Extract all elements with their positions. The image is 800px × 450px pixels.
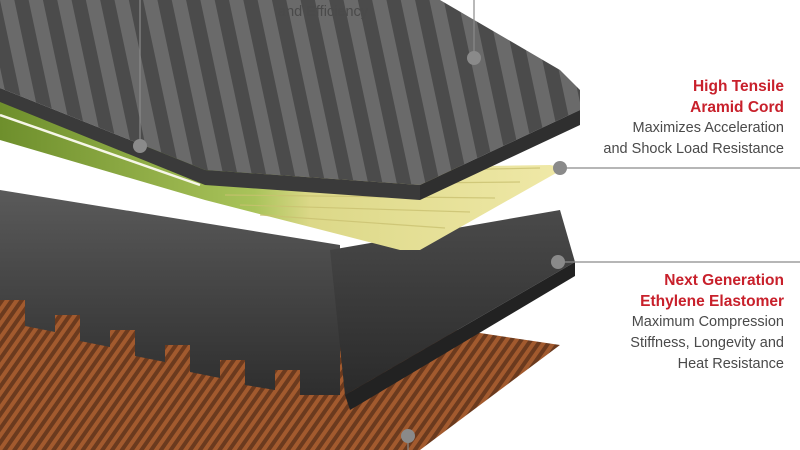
elastomer-callout: Next Generation Ethylene Elastomer Maxim…	[524, 270, 784, 375]
aramid-cord-desc-line2: and Shock Load Resistance	[603, 141, 784, 157]
aramid-cord-title-line2: Aramid Cord	[690, 99, 784, 116]
top-callout: and Efficiency	[278, 2, 784, 23]
elastomer-desc-line2: Stiffness, Longevity and	[630, 335, 784, 351]
top-callout-desc: and Efficiency	[278, 4, 369, 20]
aramid-cord-title-line1: High Tensile	[692, 78, 784, 95]
aramid-cord-callout: High Tensile Aramid Cord Maximizes Accel…	[524, 76, 784, 160]
elastomer-desc-line1: Maximum Compression	[631, 314, 784, 330]
ribbed-top-layer	[0, 0, 580, 200]
elastomer-title-line1: Next Generation	[664, 272, 784, 289]
aramid-cord-desc-line1: Maximizes Acceleration	[632, 120, 785, 136]
elastomer-desc-line3: Heat Resistance	[677, 356, 784, 372]
elastomer-layer	[330, 210, 575, 410]
elastomer-title-line2: Ethylene Elastomer	[640, 293, 784, 310]
toothed-base-layer	[0, 190, 340, 395]
leader-dots	[133, 51, 567, 443]
